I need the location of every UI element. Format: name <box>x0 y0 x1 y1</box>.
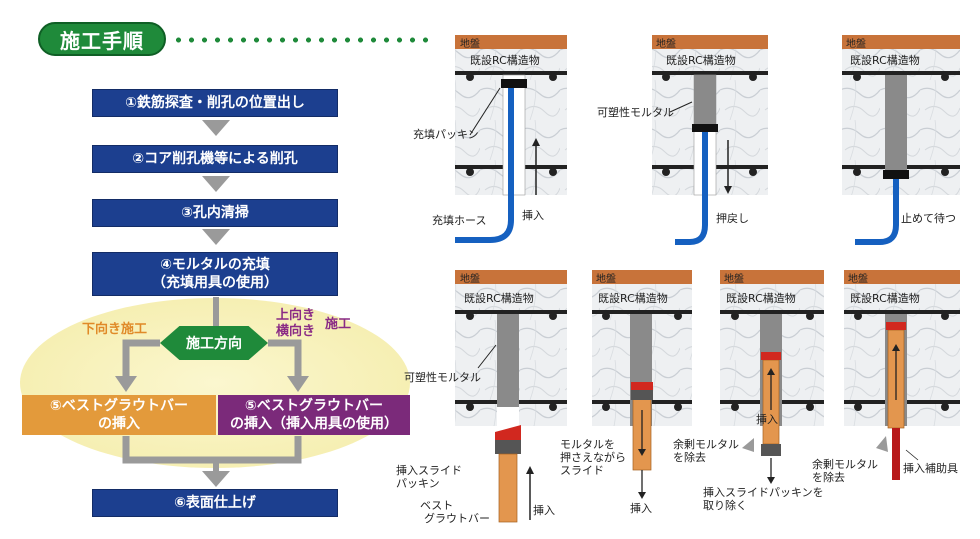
title-dotted-leader <box>172 37 432 43</box>
step-5-down-label-2: の挿入 <box>98 416 140 432</box>
excess-mortar2-label-2: を除去 <box>812 471 845 484</box>
slide-packing-label-2: パッキン <box>396 477 440 490</box>
step-5-up-label-1: ⑤ベストグラウトバー <box>244 398 384 414</box>
panel-6-ground-label: 地盤 <box>724 274 744 285</box>
excess-mortar-label-2: を除去 <box>673 451 706 464</box>
panel-6-structure-label: 既設RC構造物 <box>726 292 796 305</box>
down-direction-label: 下向き施工 <box>82 322 148 337</box>
plastic-mortar-label-2: 可塑性モルタル <box>404 371 481 384</box>
aux-tool-label: 挿入補助具 <box>903 462 958 475</box>
step-5-up-label-2: の挿入（挿入用具の使用） <box>230 416 398 432</box>
panel-7-structure-label: 既設RC構造物 <box>850 292 920 305</box>
best-grout-label-1: ベスト <box>420 499 454 512</box>
step-2-label: ②コア削孔機等による削孔 <box>132 151 298 167</box>
panel-4-ground-label: 地盤 <box>460 274 480 285</box>
panel-5 <box>592 270 692 499</box>
step-1-box: ①鉄筋探査・削孔の位置出し <box>92 89 338 117</box>
panel-3 <box>842 35 960 245</box>
plastic-mortar-label-1: 可塑性モルタル <box>597 106 674 119</box>
slide-packing-label-1: 挿入スライド <box>396 464 462 477</box>
step-6-label: ⑥表面仕上げ <box>174 495 256 511</box>
insert-label-3: 挿入 <box>630 502 652 515</box>
panel-6 <box>720 270 824 484</box>
packing-label: 充填パッキン <box>413 128 479 141</box>
hold-slide-label-3: スライド <box>560 464 604 477</box>
hose-label: 充填ホース <box>432 214 487 227</box>
insert-label-1: 挿入 <box>522 209 544 222</box>
step-1-label: ①鉄筋探査・削孔の位置出し <box>125 95 305 111</box>
step-4-box: ④モルタルの充填 （充填用具の使用） <box>92 252 338 296</box>
best-grout-label-2: グラウトバー <box>424 512 490 525</box>
arrow-down-5 <box>202 471 230 487</box>
step-5-down-box: ⑤ベストグラウトバー の挿入 <box>22 395 216 435</box>
panel-5-ground-label: 地盤 <box>596 274 616 285</box>
panel-1 <box>455 35 567 243</box>
arrow-down-3 <box>202 229 230 245</box>
panel-1-ground-label: 地盤 <box>460 39 480 50</box>
remove-packing-label-2: 取り除く <box>703 499 747 512</box>
step-4-label-2: （充填用具の使用） <box>152 275 278 291</box>
panel-2 <box>652 35 768 245</box>
panel-7-ground-label: 地盤 <box>848 274 868 285</box>
stop-wait-label: 止めて待つ <box>901 212 956 225</box>
up-direction-label-2: 横向き <box>276 324 316 339</box>
page-title: 施工手順 <box>38 22 166 56</box>
up-direction-label-1: 上向き <box>276 308 316 323</box>
panel-5-structure-label: 既設RC構造物 <box>598 292 668 305</box>
panel-3-structure-label: 既設RC構造物 <box>850 54 920 67</box>
insert-label-2: 挿入 <box>533 504 555 517</box>
panel-4-structure-label: 既設RC構造物 <box>464 292 534 305</box>
excess-mortar-label-1: 余剰モルタル <box>673 438 739 451</box>
panel-2-structure-label: 既設RC構造物 <box>666 54 736 67</box>
up-direction-label-3: 施工 <box>325 317 352 332</box>
arrow-down-2 <box>202 176 230 192</box>
push-back-label: 押戻し <box>716 212 749 225</box>
arrow-down-1 <box>202 120 230 136</box>
direction-label: 施工方向 <box>186 336 242 352</box>
hold-slide-label-1: モルタルを <box>560 438 615 451</box>
step-5-down-label-1: ⑤ベストグラウトバー <box>49 398 189 414</box>
step-2-box: ②コア削孔機等による削孔 <box>92 145 338 173</box>
hold-slide-label-2: 押さえながら <box>560 451 626 464</box>
panel-1-structure-label: 既設RC構造物 <box>470 54 540 67</box>
panel-2-ground-label: 地盤 <box>656 39 676 50</box>
panel-3-ground-label: 地盤 <box>846 39 866 50</box>
remove-packing-label-1: 挿入スライドパッキンを <box>703 486 824 499</box>
step-4-label-1: ④モルタルの充填 <box>160 257 270 273</box>
step-6-box: ⑥表面仕上げ <box>92 489 338 517</box>
step-3-label: ③孔内清掃 <box>181 205 249 221</box>
direction-diamond: 施工方向 <box>160 326 268 360</box>
step-3-box: ③孔内清掃 <box>92 199 338 227</box>
insert-label-4: 挿入 <box>756 413 778 426</box>
panel-4 <box>455 270 567 523</box>
excess-mortar2-label-1: 余剰モルタル <box>812 458 878 471</box>
panel-7 <box>844 270 960 480</box>
step-5-up-box: ⑤ベストグラウトバー の挿入（挿入用具の使用） <box>218 395 410 435</box>
